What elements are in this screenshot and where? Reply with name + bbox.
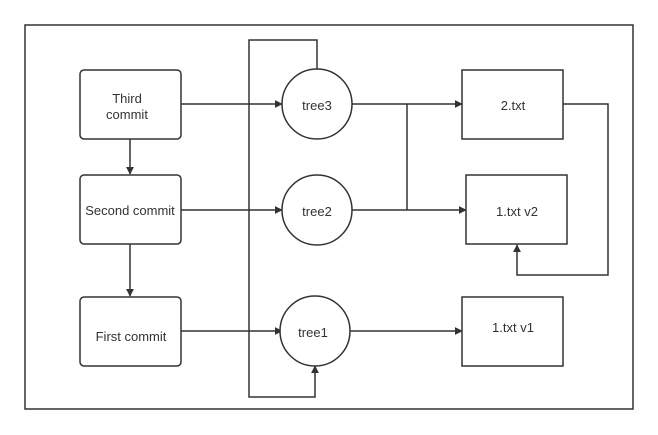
blob-label-2txt: 2.txt bbox=[501, 98, 526, 113]
edge-tree3-to-1txt-v2-loop bbox=[513, 103, 609, 276]
blob-label-1txt-v2: 1.txt v2 bbox=[496, 204, 538, 219]
blob-node-1txt-v2[interactable] bbox=[465, 174, 568, 245]
commit-label-second: Second commit bbox=[85, 203, 175, 218]
edge-tree3-to-tree1-loop bbox=[248, 39, 319, 398]
blob-node-1txt-v1[interactable] bbox=[461, 296, 564, 367]
tree-label-tree2: tree2 bbox=[302, 204, 332, 219]
commit-label-first: First commit bbox=[96, 329, 167, 344]
tree-label-tree1: tree1 bbox=[298, 325, 328, 340]
blob-node-2txt[interactable] bbox=[461, 69, 564, 140]
commit-label-third-line2: commit bbox=[106, 107, 148, 122]
blob-label-1txt-v1: 1.txt v1 bbox=[492, 320, 534, 335]
tree-label-tree3: tree3 bbox=[302, 98, 332, 113]
diagram-frame bbox=[24, 24, 634, 410]
commit-label-third-line1: Third bbox=[112, 91, 142, 106]
